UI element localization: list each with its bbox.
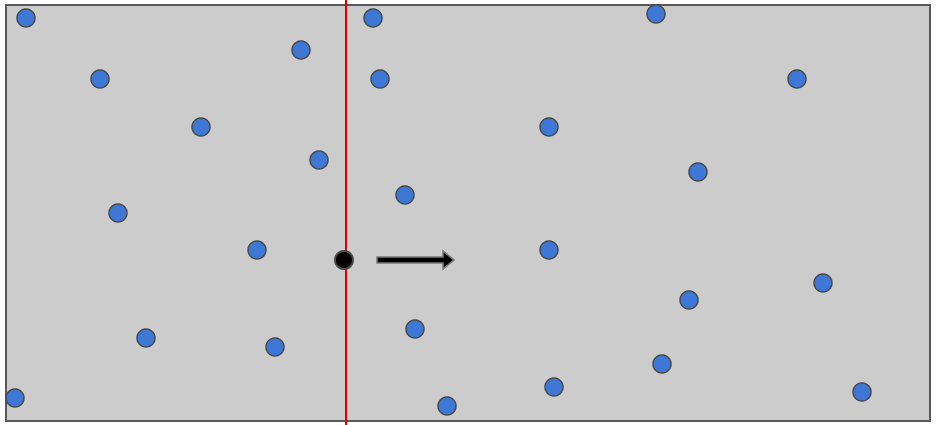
particle <box>679 290 699 310</box>
particle <box>309 150 329 170</box>
particle <box>437 396 457 416</box>
particle <box>370 69 390 89</box>
particle <box>395 185 415 205</box>
particle <box>539 117 559 137</box>
particle <box>544 377 564 397</box>
particle <box>108 203 128 223</box>
particle <box>852 382 872 402</box>
particle <box>136 328 156 348</box>
particle <box>652 354 672 374</box>
particle <box>363 8 383 28</box>
particle <box>688 162 708 182</box>
particle-group <box>5 4 872 416</box>
particle <box>90 69 110 89</box>
particle <box>813 273 833 293</box>
particle <box>646 4 666 24</box>
particle <box>5 388 25 408</box>
particle <box>191 117 211 137</box>
particle <box>405 319 425 339</box>
tracer-particle <box>334 250 354 270</box>
particle <box>539 240 559 260</box>
particle <box>247 240 267 260</box>
particle <box>265 337 285 357</box>
simulation-panel <box>5 4 931 422</box>
particle <box>16 8 36 28</box>
velocity-arrow-icon <box>376 249 456 271</box>
particle <box>291 40 311 60</box>
particle <box>787 69 807 89</box>
